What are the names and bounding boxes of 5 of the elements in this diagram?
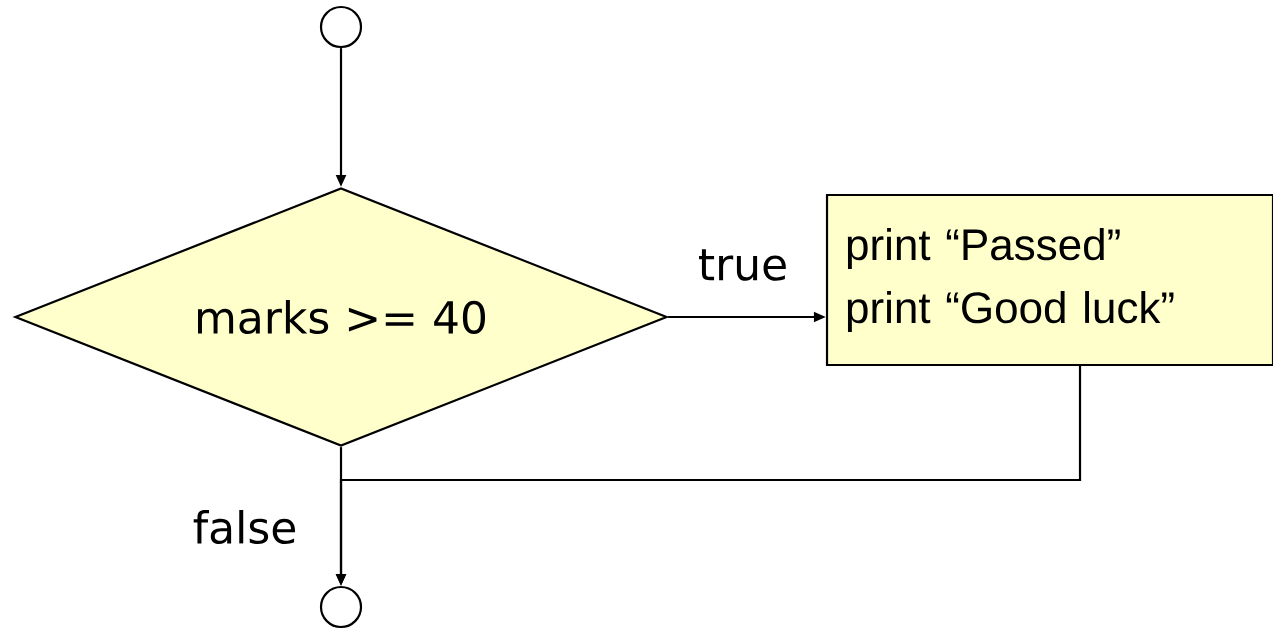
start-end-circle xyxy=(319,5,363,49)
edge-label: false xyxy=(190,508,300,547)
edge-label: true xyxy=(695,247,791,283)
start-end-circle xyxy=(319,585,363,629)
process-box: print “Passed” print “Good luck” xyxy=(825,193,1273,367)
